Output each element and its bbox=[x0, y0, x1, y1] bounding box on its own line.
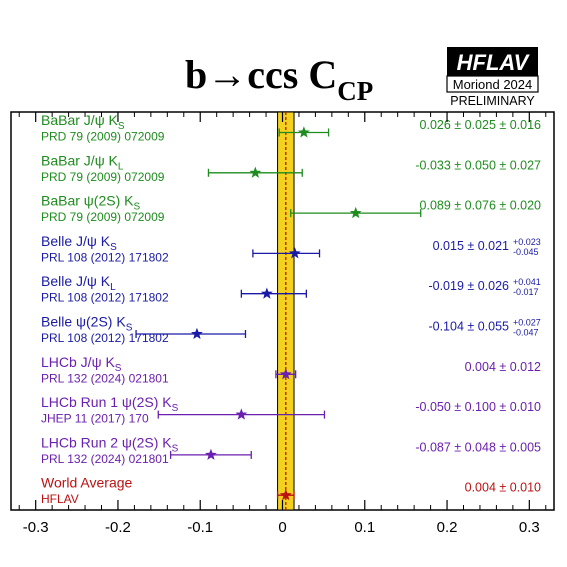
entry-label-text: Belle J/ψ K bbox=[41, 273, 111, 289]
entry-result: -0.104 ± 0.055 bbox=[428, 320, 509, 334]
central-value-star bbox=[235, 408, 248, 420]
x-axis: -0.3 -0.2 -0.1 0 0.1 0.2 0.3 bbox=[18, 112, 547, 536]
x-tick-label: 0.3 bbox=[519, 519, 540, 536]
x-tick-label: 0.1 bbox=[354, 519, 375, 536]
chart-title: b→ccs CCP bbox=[185, 52, 373, 106]
entry-result-lower-error: -0.017 bbox=[513, 287, 539, 297]
entry-label-text: BaBar J/ψ K bbox=[41, 152, 119, 168]
entry-result: -0.019 ± 0.026 bbox=[428, 279, 509, 293]
entry-label-text: LHCb Run 1 ψ(2S) K bbox=[41, 394, 172, 410]
entry-result: -0.050 ± 0.100 ± 0.010 bbox=[415, 400, 541, 414]
entry-label-subscript: S bbox=[115, 363, 122, 374]
entry-reference: HFLAV bbox=[41, 492, 79, 506]
entry-result-upper-error: +0.023 bbox=[513, 237, 541, 247]
entry-label-subscript: S bbox=[172, 403, 179, 414]
entry-result: 0.015 ± 0.021 bbox=[433, 239, 509, 253]
entry-label: BaBar J/ψ KL bbox=[41, 152, 124, 172]
entry-label: World Average bbox=[41, 475, 133, 491]
entry-label-text: World Average bbox=[41, 475, 133, 491]
entry-result: -0.087 ± 0.048 ± 0.005 bbox=[415, 440, 541, 454]
hflav-edition-box bbox=[446, 75, 539, 93]
entry-label-subscript: S bbox=[126, 323, 133, 334]
entry-label-text: Belle ψ(2S) K bbox=[41, 314, 126, 330]
world-average-band-fill bbox=[277, 111, 295, 511]
entry-label-text: LHCb J/ψ K bbox=[41, 354, 115, 370]
x-tick-label: -0.2 bbox=[105, 519, 131, 536]
entry-label-text: BaBar J/ψ K bbox=[41, 112, 119, 128]
entry-label: LHCb Run 1 ψ(2S) KS bbox=[41, 394, 179, 414]
entry-reference: PRL 132 (2024) 021801 bbox=[41, 371, 169, 385]
central-value-star bbox=[191, 327, 203, 340]
entry-label: Belle J/ψ KL bbox=[41, 273, 116, 293]
x-tick-label: -0.3 bbox=[23, 519, 49, 536]
entry-label-subscript: S bbox=[118, 121, 125, 132]
entry-reference: PRD 79 (2009) 072009 bbox=[41, 130, 165, 144]
central-value-star bbox=[260, 287, 273, 299]
entry-label: BaBar J/ψ KS bbox=[41, 112, 125, 132]
entry-result: 0.004 ± 0.010 bbox=[465, 481, 541, 495]
chart-title-subscript: CP bbox=[337, 76, 373, 106]
entry-result: -0.033 ± 0.050 ± 0.027 bbox=[415, 158, 541, 172]
entry-label: BaBar ψ(2S) KS bbox=[41, 193, 140, 213]
entry-label-subscript: S bbox=[172, 443, 179, 454]
central-value-star bbox=[205, 448, 217, 460]
entry-reference: PRL 108 (2012) 171802 bbox=[41, 331, 169, 345]
x-tick-label: 0 bbox=[278, 519, 286, 536]
entry-label-subscript: L bbox=[110, 282, 116, 293]
world-average-band bbox=[277, 111, 295, 511]
entry-reference: JHEP 11 (2017) 170 bbox=[41, 412, 149, 426]
central-value-star bbox=[288, 247, 301, 259]
entry-label: Belle ψ(2S) KS bbox=[41, 314, 133, 334]
x-tick-label: 0.2 bbox=[437, 519, 458, 536]
hflav-logo-text: HFLAV bbox=[457, 50, 531, 75]
entry-reference: PRD 79 (2009) 072009 bbox=[41, 210, 165, 224]
entry-label-text: Belle J/ψ K bbox=[41, 233, 111, 249]
entry-label: LHCb Run 2 ψ(2S) KS bbox=[41, 434, 179, 454]
entry-label-text: LHCb Run 2 ψ(2S) K bbox=[41, 434, 172, 450]
x-tick-label: -0.1 bbox=[187, 519, 213, 536]
entry-reference: PRL 132 (2024) 021801 bbox=[41, 452, 169, 466]
entry-label-subscript: S bbox=[133, 202, 140, 213]
hflav-badge: HFLAV Moriond 2024 PRELIMINARY bbox=[446, 47, 539, 108]
entry-reference: PRL 108 (2012) 171802 bbox=[41, 291, 169, 305]
entry-label-subscript: S bbox=[110, 242, 117, 253]
central-value-star bbox=[249, 166, 262, 178]
entry-result-upper-error: +0.041 bbox=[513, 277, 541, 287]
entry-result: 0.026 ± 0.025 ± 0.016 bbox=[420, 118, 542, 132]
entry-result-lower-error: -0.047 bbox=[513, 328, 539, 338]
hflav-logo-box bbox=[447, 47, 538, 76]
entry-result: 0.089 ± 0.076 ± 0.020 bbox=[420, 199, 542, 213]
hflav-edition-text: Moriond 2024 bbox=[453, 77, 533, 92]
entry-result: 0.004 ± 0.012 bbox=[465, 360, 541, 374]
entry-reference: PRL 108 (2012) 171802 bbox=[41, 250, 169, 264]
entry-result-lower-error: -0.045 bbox=[513, 247, 539, 257]
central-value-star bbox=[279, 489, 292, 501]
entry-label-text: BaBar ψ(2S) K bbox=[41, 193, 134, 209]
central-value-star bbox=[349, 206, 362, 219]
entry-label: Belle J/ψ KS bbox=[41, 233, 117, 253]
entry-reference: PRD 79 (2009) 072009 bbox=[41, 170, 165, 184]
entry-result-upper-error: +0.027 bbox=[513, 318, 541, 328]
entry-label: LHCb J/ψ KS bbox=[41, 354, 122, 374]
entry-label-subscript: L bbox=[118, 161, 124, 172]
central-value-star bbox=[297, 126, 310, 138]
hflav-status-text: PRELIMINARY bbox=[450, 94, 535, 108]
chart-title-main: b→ccs C bbox=[185, 52, 337, 97]
central-value-star bbox=[279, 368, 292, 380]
